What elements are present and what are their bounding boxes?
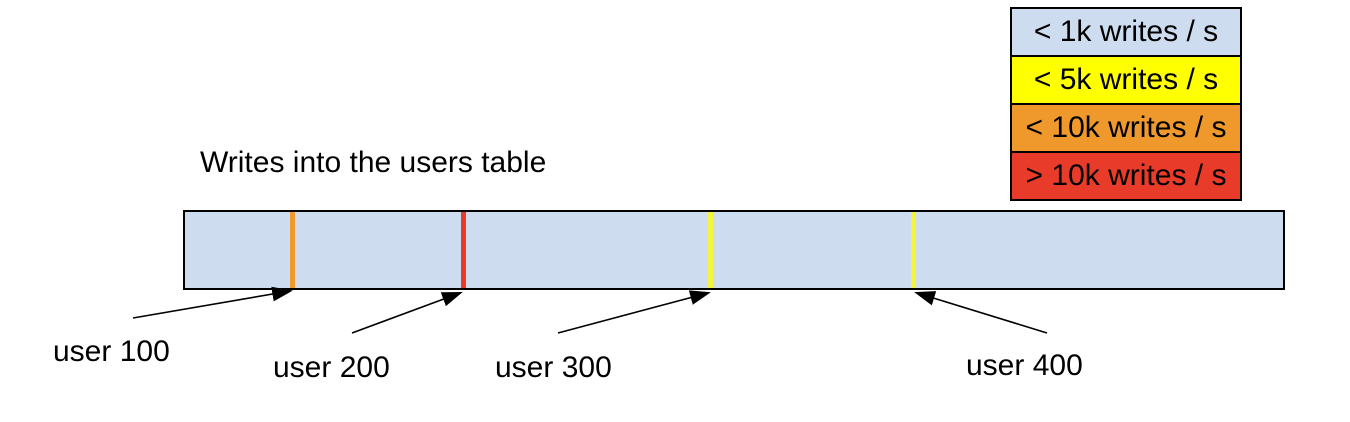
tick-user-100 bbox=[289, 212, 295, 288]
arrow-user-200 bbox=[351, 291, 463, 334]
label-user-400: user 400 bbox=[966, 349, 1083, 382]
legend-row: < 5k writes / s bbox=[1012, 57, 1240, 105]
label-user-200: user 200 bbox=[273, 351, 390, 384]
users-table-bar bbox=[183, 210, 1285, 290]
tick-user-300 bbox=[707, 212, 713, 288]
label-user-300: user 300 bbox=[495, 351, 612, 384]
diagram-title: Writes into the users table bbox=[200, 146, 547, 179]
arrow-user-400 bbox=[914, 291, 1048, 334]
legend: < 1k writes / s < 5k writes / s < 10k writ… bbox=[1010, 7, 1242, 201]
legend-row: < 1k writes / s bbox=[1012, 9, 1240, 57]
label-user-100: user 100 bbox=[53, 335, 170, 368]
arrow-user-300 bbox=[557, 290, 711, 334]
legend-row: > 10k writes / s bbox=[1012, 153, 1240, 199]
tick-user-400 bbox=[910, 212, 916, 288]
legend-label: < 10k writes / s bbox=[1025, 111, 1227, 144]
legend-label: > 10k writes / s bbox=[1025, 159, 1227, 192]
legend-label: < 1k writes / s bbox=[1033, 15, 1219, 48]
legend-row: < 10k writes / s bbox=[1012, 105, 1240, 153]
tick-user-200 bbox=[460, 212, 466, 288]
legend-label: < 5k writes / s bbox=[1033, 63, 1219, 96]
arrow-user-100 bbox=[132, 286, 293, 319]
